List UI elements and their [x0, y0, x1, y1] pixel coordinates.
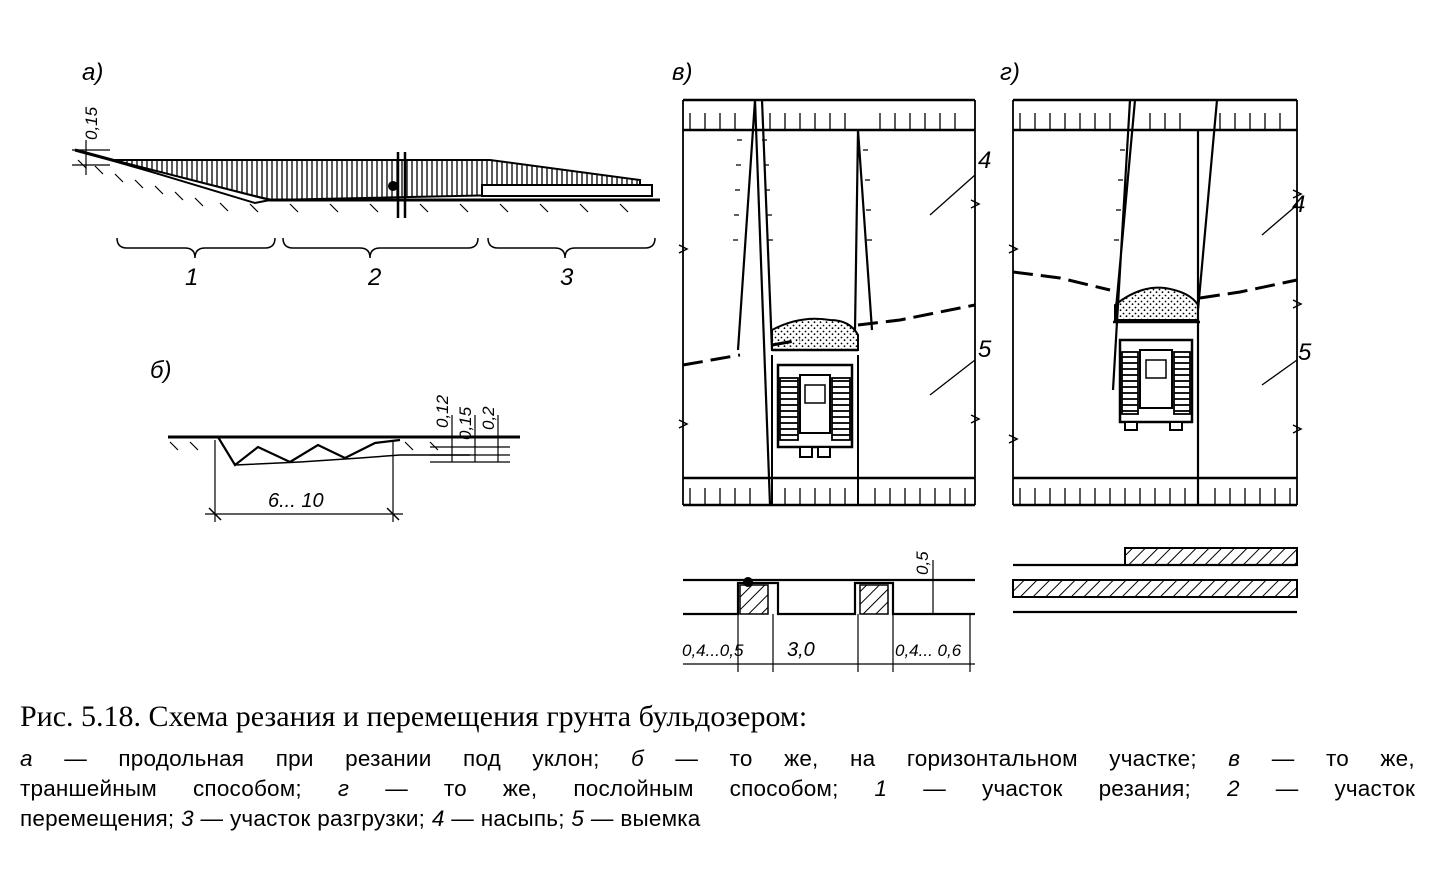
caption-word: траншейным: [20, 776, 157, 801]
panel-v-width-2: 3,0: [787, 639, 815, 661]
caption-word: резания;: [1098, 776, 1191, 801]
panel-v-width-1: 0,4...0,5: [682, 641, 744, 660]
panel-g-section: [1012, 547, 1298, 614]
caption-word: при: [275, 746, 314, 771]
panel-b-depth-2: 0,15: [456, 406, 475, 440]
panel-a-depth: 0,15: [82, 106, 101, 140]
panel-b-length: 6... 10: [268, 490, 324, 512]
caption-word: же,: [1380, 746, 1415, 771]
figure-caption: Рис. 5.18. Схема резания и перемещения г…: [20, 700, 1415, 834]
caption-word: же,: [502, 776, 538, 801]
caption-word: а: [20, 746, 33, 771]
caption-word: то: [729, 746, 753, 771]
zone-1-label: 1: [185, 264, 198, 291]
caption-word: в: [1228, 746, 1241, 771]
panel-a-label: а): [82, 59, 103, 86]
caption-word: 1: [874, 776, 888, 801]
caption-word: разгрузки;: [317, 806, 426, 831]
zone-3-label: 3: [560, 264, 574, 291]
caption-word: —: [1275, 776, 1299, 801]
caption-word: перемещения;: [20, 806, 175, 831]
caption-word: г: [337, 776, 350, 801]
panel-v-plan: [678, 98, 981, 507]
panel-v: в): [672, 59, 992, 672]
caption-word: послойным: [573, 776, 694, 801]
caption-word: способом;: [729, 776, 839, 801]
caption-word: —: [385, 776, 408, 801]
caption-title: Рис. 5.18. Схема резания и перемещения г…: [20, 700, 808, 733]
panel-g-marker-4: 4: [1292, 191, 1305, 218]
caption-word: под: [462, 746, 501, 771]
caption-word: на: [849, 746, 876, 771]
panel-a-profile: 0,15: [72, 106, 660, 259]
caption-word: —: [1271, 746, 1295, 771]
caption-word: б: [631, 746, 644, 771]
panel-v-label: в): [672, 59, 693, 86]
caption-word: участок: [1334, 776, 1415, 801]
caption-line: а — продольная при резании под уклон; б — то же, на…: [20, 744, 1415, 774]
caption-word: 4: [431, 806, 445, 831]
caption-word: уклон;: [532, 746, 600, 771]
panel-a: а) 0,15 1 2 3: [72, 59, 660, 291]
caption-word: —: [590, 806, 614, 831]
caption-word: продольная: [118, 746, 245, 771]
panel-v-marker-4: 4: [978, 147, 991, 174]
panel-g: г) 4 5: [1000, 59, 1312, 614]
panel-b-label: б): [150, 357, 172, 384]
caption-word: то: [1325, 746, 1349, 771]
caption-body: а — продольная при резании под уклон; б — то же, на…: [20, 744, 1415, 834]
panel-v-width-3: 0,4... 0,6: [895, 641, 962, 660]
figure: а) 0,15 1 2 3: [72, 59, 1312, 672]
caption-word: 5: [571, 806, 585, 831]
caption-word: же,: [784, 746, 819, 771]
caption-word: —: [451, 806, 474, 831]
caption-word: выемка: [620, 806, 701, 831]
panel-v-marker-5: 5: [978, 336, 992, 363]
caption-word: способом;: [192, 776, 302, 801]
caption-word: 3: [181, 806, 194, 831]
panel-v-section: [683, 560, 975, 672]
zone-2-label: 2: [367, 264, 381, 291]
caption-word: —: [923, 776, 946, 801]
caption-word: горизонтальном: [906, 746, 1078, 771]
panel-g-marker-5: 5: [1298, 339, 1312, 366]
panel-b: б) 0,12 0,15 0,2 6... 10: [150, 357, 520, 522]
panel-g-plan: [1008, 98, 1303, 507]
caption-word: участок: [982, 776, 1063, 801]
caption-word: —: [200, 806, 224, 831]
caption-word: —: [675, 746, 699, 771]
panel-g-label: г): [1000, 59, 1020, 86]
panel-b-depth-3: 0,2: [479, 406, 498, 430]
caption-word: —: [64, 746, 87, 771]
caption-word: резании: [345, 746, 432, 771]
caption-word: участок: [229, 806, 311, 831]
panel-v-height: 0,5: [913, 551, 932, 575]
caption-word: участке;: [1109, 746, 1197, 771]
caption-word: 2: [1226, 776, 1240, 801]
caption-word: насыпь;: [480, 806, 565, 831]
panel-b-profile: [168, 415, 520, 522]
caption-line: траншейным способом; г — то же, послойным спосо…: [20, 774, 1415, 804]
caption-word: то: [443, 776, 467, 801]
panel-b-depth-1: 0,12: [433, 394, 452, 428]
